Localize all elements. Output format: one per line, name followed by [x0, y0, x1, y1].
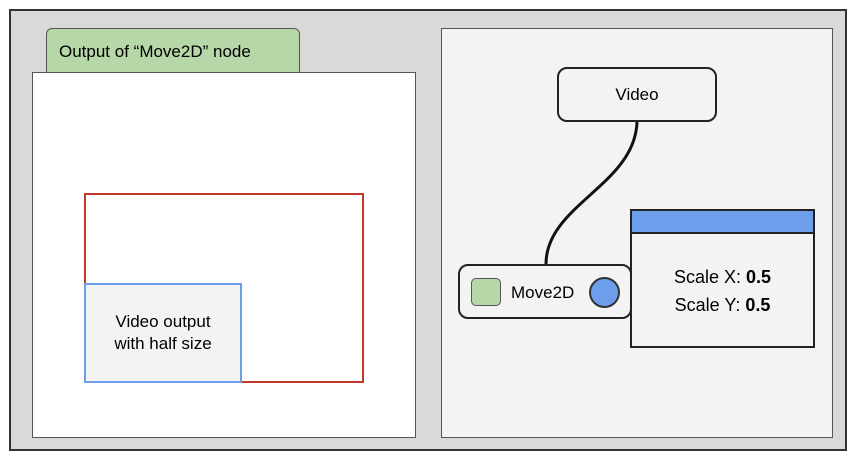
scale-x-row: Scale X: 0.5 [632, 267, 813, 288]
video-node-label: Video [615, 84, 659, 104]
output-port[interactable] [589, 277, 620, 308]
scale-y-label: Scale Y: [674, 295, 746, 315]
video-node[interactable]: Video [557, 67, 717, 122]
move2d-node-label: Move2D [511, 283, 575, 302]
properties-panel-header [632, 211, 813, 234]
properties-panel: Scale X: 0.5 Scale Y: 0.5 [630, 209, 815, 348]
scale-y-row: Scale Y: 0.5 [632, 295, 813, 316]
half-size-video-label: Video output with half size [114, 312, 212, 353]
output-tab[interactable]: Output of “Move2D” node [46, 28, 300, 74]
input-port[interactable] [471, 278, 501, 306]
move2d-node[interactable]: Move2D [458, 264, 632, 319]
half-size-video-output: Video output with half size [84, 283, 242, 383]
scale-x-label: Scale X: [673, 267, 746, 287]
scale-x-value[interactable]: 0.5 [746, 267, 772, 287]
output-tab-label: Output of “Move2D” node [59, 42, 251, 61]
scale-y-value[interactable]: 0.5 [745, 295, 771, 315]
